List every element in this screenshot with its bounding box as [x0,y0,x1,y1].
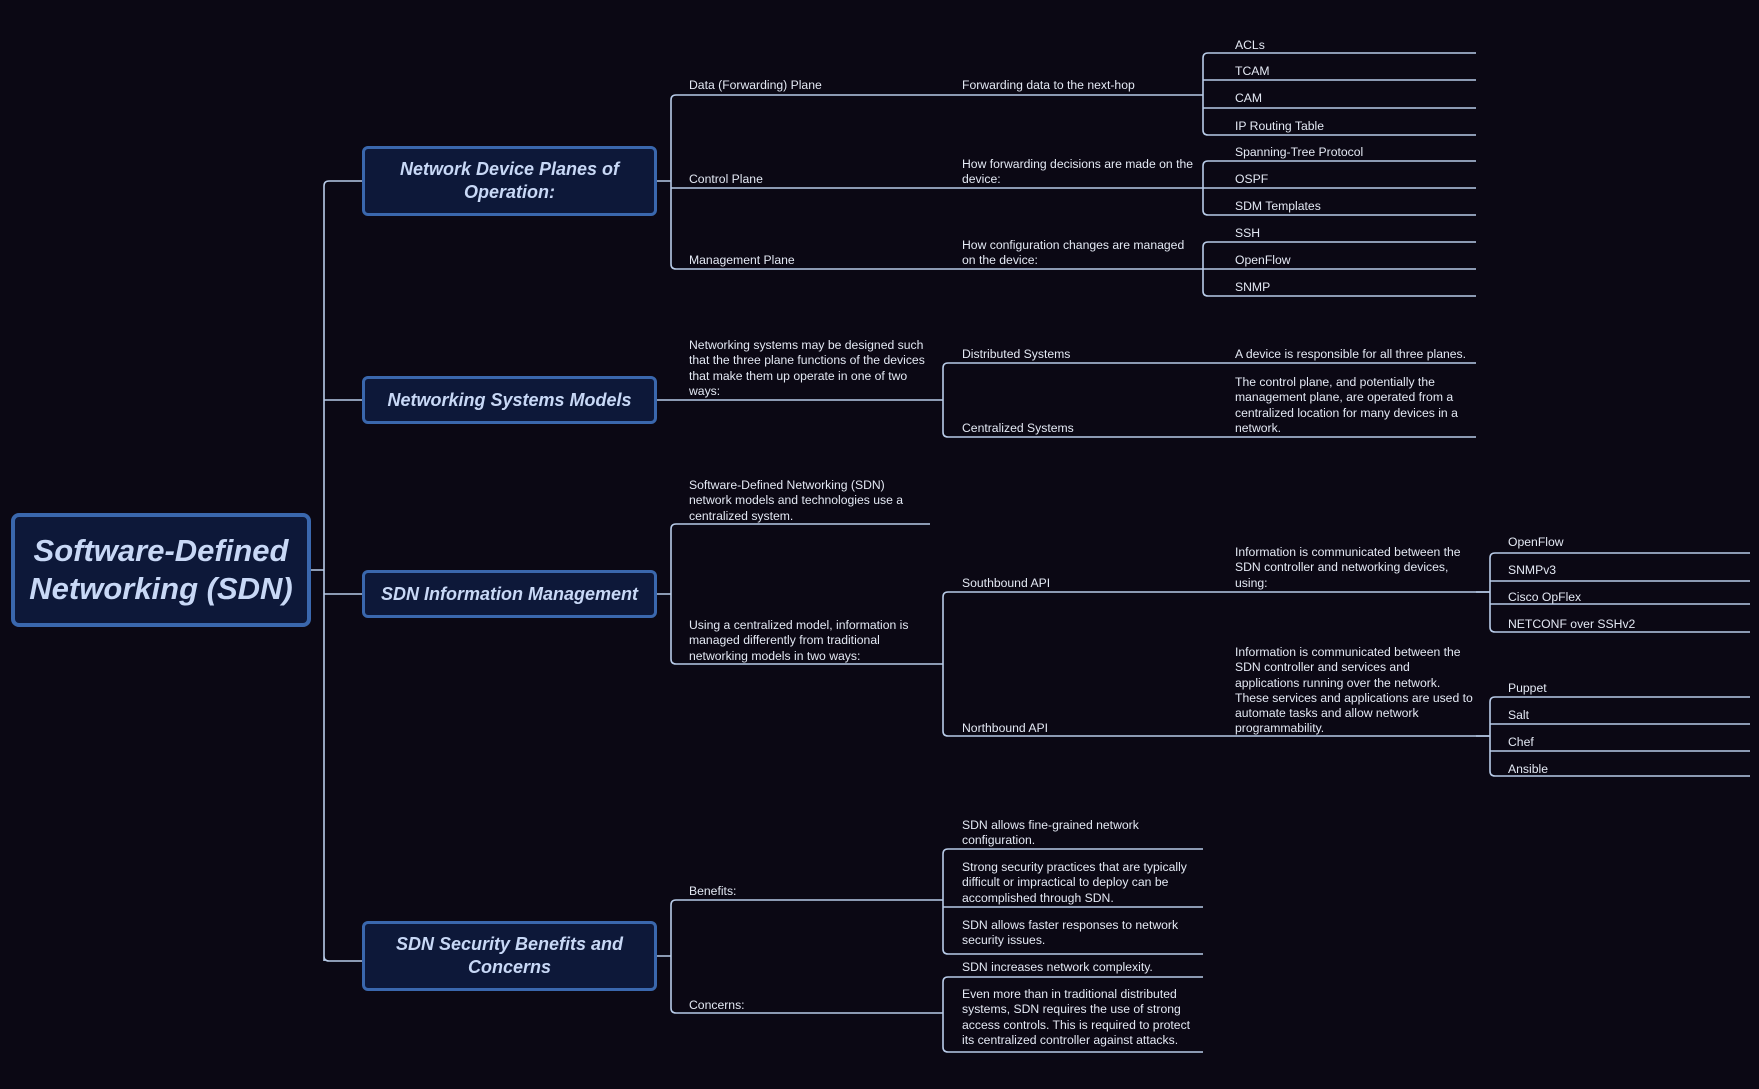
leaf-ansible[interactable]: Ansible [1508,762,1548,776]
root-title: Software-Defined Networking (SDN) [29,533,293,606]
info-mgmt-intro-2[interactable]: Using a centralized model, information i… [689,618,909,663]
leaf-chef[interactable]: Chef [1508,735,1534,749]
branch-info-mgmt-title: SDN Information Management [380,583,639,604]
plane-control-detail[interactable]: How forwarding decisions are made on the… [962,157,1194,187]
branch-planes-title: Network Device Planes of Operation: [399,159,620,202]
plane-management-label[interactable]: Management Plane [689,253,795,267]
leaf-openflow-sb[interactable]: OpenFlow [1508,535,1564,549]
models-intro[interactable]: Networking systems may be designed such … [689,338,925,398]
branch-planes-box[interactable]: Network Device Planes of Operation: [362,146,657,216]
benefit-item[interactable]: SDN allows faster responses to network s… [962,918,1179,948]
leaf-acls[interactable]: ACLs [1235,38,1265,52]
concern-item[interactable]: Even more than in traditional distribute… [962,987,1191,1047]
model-centralized-label[interactable]: Centralized Systems [962,421,1074,435]
plane-data-detail[interactable]: Forwarding data to the next-hop [962,78,1135,92]
leaf-sdm-templates[interactable]: SDM Templates [1235,199,1321,213]
concern-item[interactable]: SDN increases network complexity. [962,960,1153,974]
security-benefits-label[interactable]: Benefits: [689,884,737,898]
leaf-snmp[interactable]: SNMP [1235,280,1271,294]
leaf-netconf[interactable]: NETCONF over SSHv2 [1508,617,1636,631]
model-distributed-label[interactable]: Distributed Systems [962,347,1071,361]
leaf-puppet[interactable]: Puppet [1508,681,1547,695]
plane-control-label[interactable]: Control Plane [689,172,763,186]
branch-models-title: Networking Systems Models [387,389,632,410]
branch-security-box[interactable]: SDN Security Benefits and Concerns [362,921,657,991]
model-distributed-detail[interactable]: A device is responsible for all three pl… [1235,347,1467,361]
leaf-ip-routing-table[interactable]: IP Routing Table [1235,119,1324,133]
leaf-cisco-opflex[interactable]: Cisco OpFlex [1508,590,1582,604]
leaf-tcam[interactable]: TCAM [1235,64,1270,78]
api-northbound-detail[interactable]: Information is communicated between the … [1235,645,1473,736]
branch-models-box[interactable]: Networking Systems Models [362,376,657,424]
security-concerns-label[interactable]: Concerns: [689,998,745,1012]
leaf-snmpv3[interactable]: SNMPv3 [1508,563,1557,577]
leaf-cam[interactable]: CAM [1235,91,1263,105]
plane-management-detail[interactable]: How configuration changes are managed on… [962,238,1185,268]
info-mgmt-intro-1[interactable]: Software-Defined Networking (SDN) networ… [689,478,904,523]
plane-data-label[interactable]: Data (Forwarding) Plane [689,78,822,92]
leaf-ssh[interactable]: SSH [1235,226,1261,240]
benefit-item[interactable]: Strong security practices that are typic… [962,860,1187,905]
root-node[interactable]: Software-Defined Networking (SDN) [11,513,311,627]
api-northbound-label[interactable]: Northbound API [962,721,1049,735]
leaf-salt[interactable]: Salt [1508,708,1530,722]
model-centralized-detail[interactable]: The control plane, and potentially the m… [1235,375,1458,435]
leaf-openflow-mgmt[interactable]: OpenFlow [1235,253,1291,267]
api-southbound-detail[interactable]: Information is communicated between the … [1235,545,1461,590]
benefit-item[interactable]: SDN allows fine-grained network configur… [962,818,1139,848]
leaf-ospf[interactable]: OSPF [1235,172,1269,186]
branch-security-title: SDN Security Benefits and Concerns [395,934,624,977]
leaf-spanning-tree[interactable]: Spanning-Tree Protocol [1235,145,1364,159]
branch-info-mgmt-box[interactable]: SDN Information Management [362,570,657,618]
api-southbound-label[interactable]: Southbound API [962,576,1051,590]
